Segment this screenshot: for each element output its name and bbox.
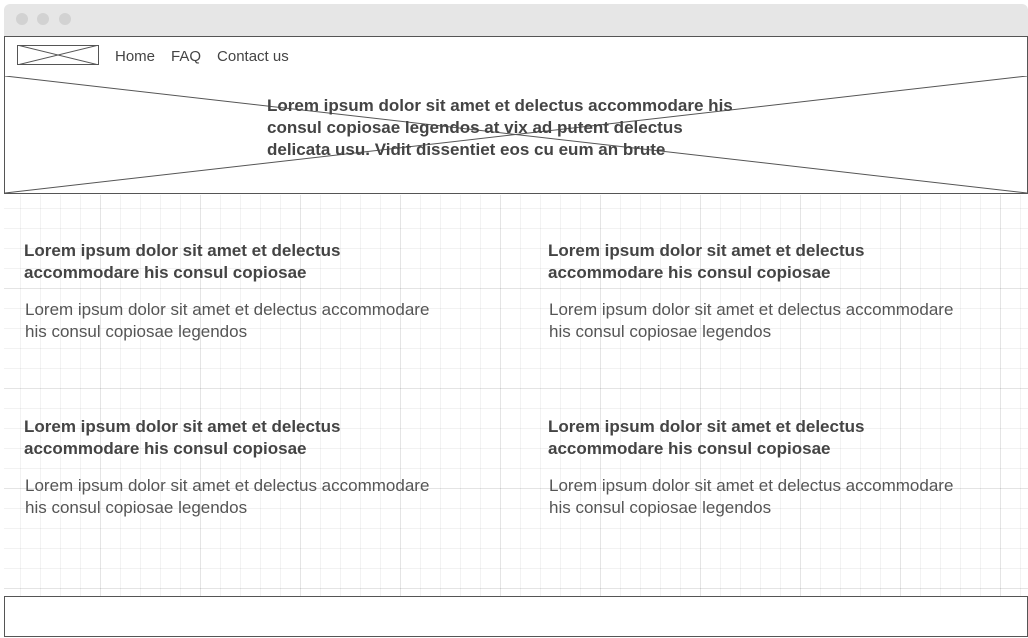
card-heading: Lorem ipsum dolor sit amet et delectus a… [548, 417, 865, 458]
card-body: Lorem ipsum dolor sit amet et delectus a… [25, 476, 430, 517]
hero-banner: Lorem ipsum dolor sit amet et delectus a… [4, 76, 1028, 194]
logo-placeholder-icon[interactable] [17, 45, 99, 65]
card-body: Lorem ipsum dolor sit amet et delectus a… [549, 300, 954, 341]
nav-link-home[interactable]: Home [115, 48, 156, 65]
card-heading: Lorem ipsum dolor sit amet et delectus a… [24, 417, 341, 458]
minimize-dot[interactable] [37, 13, 49, 25]
maximize-dot[interactable] [59, 13, 71, 25]
window-title-bar [4, 4, 1028, 37]
nav-link-contact-us[interactable]: Contact us [217, 48, 289, 65]
card-heading: Lorem ipsum dolor sit amet et delectus a… [548, 241, 865, 282]
image-placeholder-icon [5, 76, 1027, 193]
close-dot[interactable] [16, 13, 28, 25]
card-body: Lorem ipsum dolor sit amet et delectus a… [25, 300, 430, 341]
browser-window: Home FAQ Contact us Lorem ipsum dolor si… [4, 4, 1028, 638]
card-heading: Lorem ipsum dolor sit amet et delectus a… [24, 241, 341, 282]
content-card: Lorem ipsum dolor sit amet et delectus a… [24, 416, 444, 519]
content-card: Lorem ipsum dolor sit amet et delectus a… [548, 240, 968, 343]
footer [4, 596, 1028, 637]
nav-link-faq[interactable]: FAQ [171, 48, 202, 65]
nav-links: Home FAQ Contact us [115, 48, 289, 65]
card-body: Lorem ipsum dolor sit amet et delectus a… [549, 476, 954, 517]
hero-text: Lorem ipsum dolor sit amet et delectus a… [267, 96, 733, 159]
content-card: Lorem ipsum dolor sit amet et delectus a… [24, 240, 444, 343]
content-grid: Lorem ipsum dolor sit amet et delectus a… [4, 195, 1028, 596]
content-card: Lorem ipsum dolor sit amet et delectus a… [548, 416, 968, 519]
navigation-bar: Home FAQ Contact us [4, 36, 1028, 77]
